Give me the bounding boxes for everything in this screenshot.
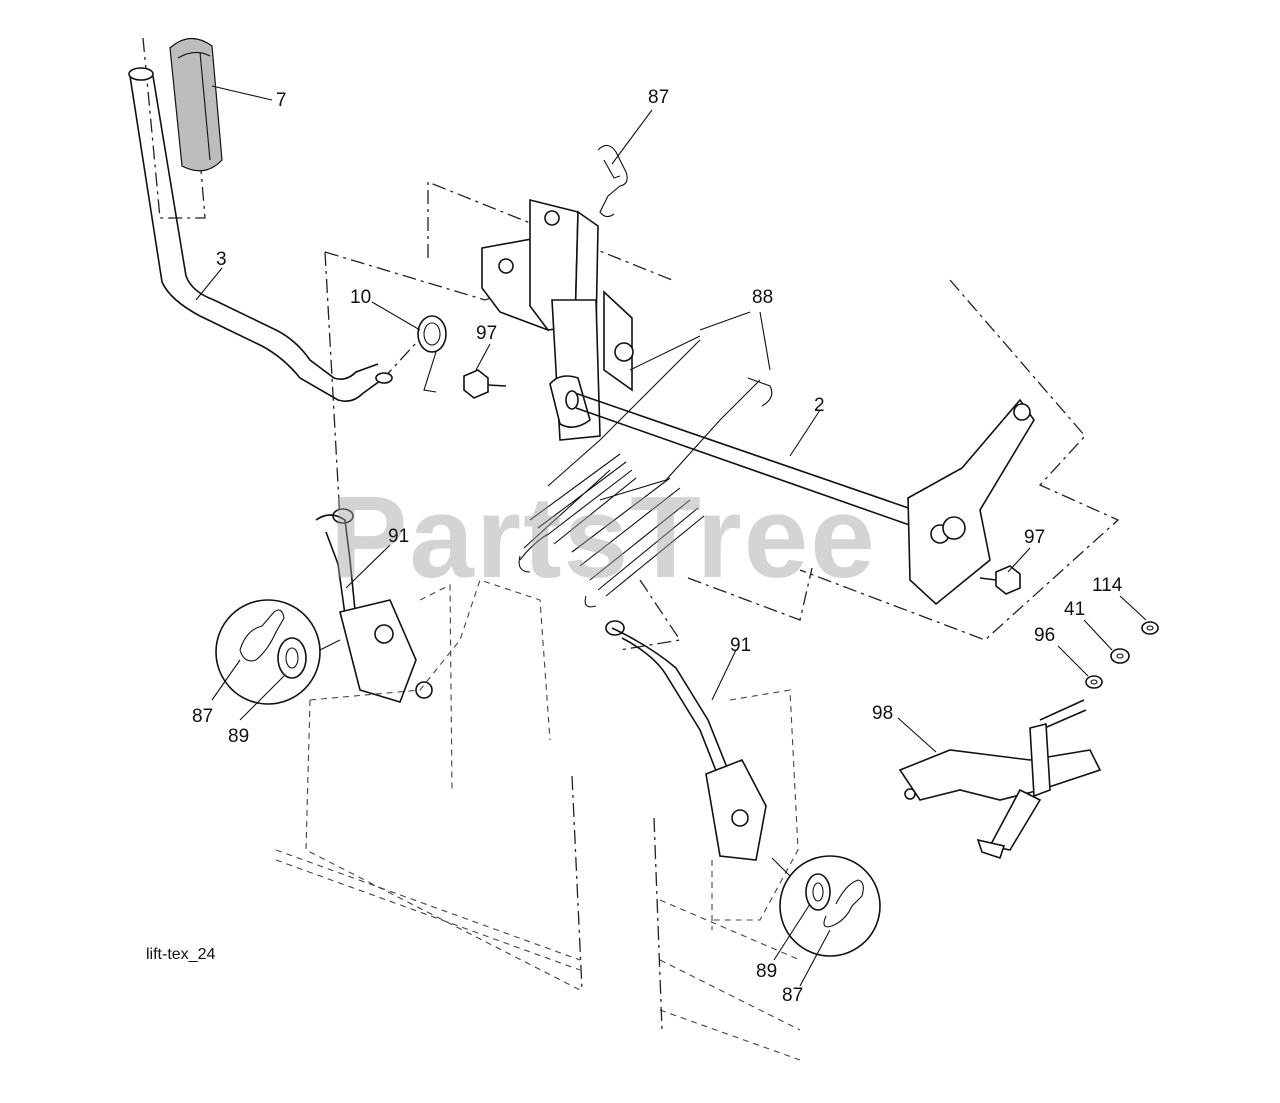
callout-89-right: 89 (756, 961, 778, 982)
mower-deck-outline (275, 579, 801, 1061)
callout-91-right: 91 (730, 635, 752, 656)
bolt-right-part (979, 565, 1021, 595)
callout-87-top: 87 (648, 87, 670, 108)
bolt-left-part (463, 369, 507, 399)
lift-bracket-part (481, 198, 634, 441)
callout-96: 96 (1034, 625, 1056, 646)
torsion-spring-part (417, 315, 447, 393)
callout-88: 88 (752, 287, 774, 308)
detail-circle-right (771, 855, 881, 957)
lift-link-left-part (315, 508, 433, 703)
detail-circle-left (215, 599, 341, 705)
callout-89-left: 89 (228, 726, 250, 747)
callout-87-left: 87 (192, 706, 214, 727)
hardware-set-part (1085, 621, 1159, 689)
callout-97-left: 97 (476, 323, 498, 344)
callout-2: 2 (814, 395, 825, 416)
hairpin-clip-top-part (597, 144, 628, 218)
callout-114: 114 (1092, 575, 1123, 596)
callout-98: 98 (872, 703, 894, 724)
callout-97-right: 97 (1024, 527, 1046, 548)
callout-3: 3 (216, 249, 227, 270)
lift-link-right-part (605, 620, 767, 861)
leader-lines (195, 85, 1147, 987)
callout-10: 10 (350, 287, 372, 308)
callout-41: 41 (1064, 599, 1086, 620)
lift-shaft-part (565, 390, 1035, 606)
lift-handle-rod-part (128, 67, 393, 402)
callout-87-right: 87 (782, 985, 804, 1006)
callout-7: 7 (276, 90, 287, 111)
callout-91-left: 91 (388, 526, 410, 547)
gauge-bracket-part (898, 699, 1102, 860)
springs-part (518, 335, 773, 608)
handle-grip-part (169, 37, 223, 172)
diagram-caption: lift-tex_24 (146, 946, 216, 963)
